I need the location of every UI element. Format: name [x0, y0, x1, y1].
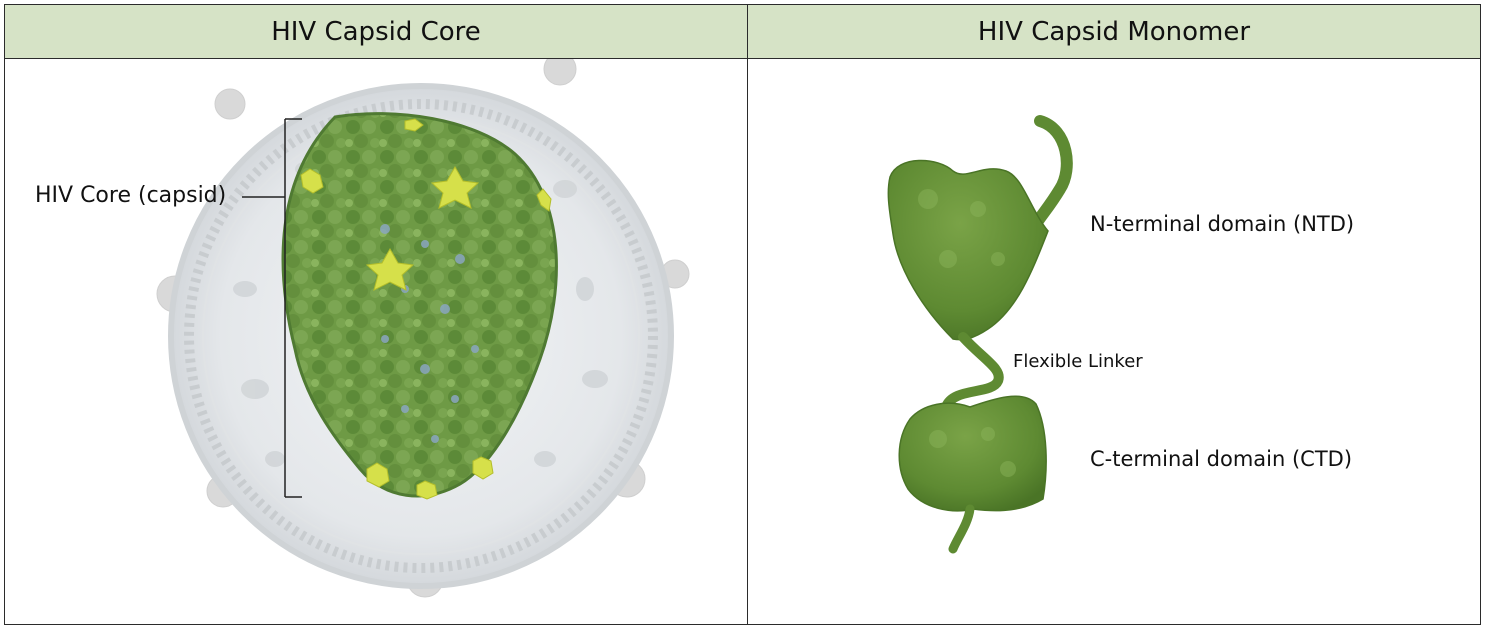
ctd-domain	[899, 396, 1046, 511]
ntd-domain	[888, 160, 1048, 339]
left-panel-title: HIV Capsid Core	[5, 5, 748, 59]
core-label: HIV Core (capsid)	[35, 183, 226, 208]
capsid-monomer-panel: N-terminal domain (NTD) Flexible Linker …	[748, 59, 1480, 624]
flexible-linker	[946, 337, 999, 407]
monomer-illustration	[748, 59, 1480, 624]
figure: HIV Capsid Core HIV Capsid Monomer	[4, 4, 1481, 625]
c-terminal-tail	[953, 509, 970, 549]
ctd-label: C-terminal domain (CTD)	[1090, 447, 1352, 471]
linker-label: Flexible Linker	[1013, 351, 1143, 372]
capsid-core-panel: HIV Core (capsid)	[5, 59, 748, 624]
right-panel-title: HIV Capsid Monomer	[748, 5, 1480, 59]
virion-illustration	[5, 59, 747, 624]
n-terminal-tail	[1033, 121, 1067, 229]
ntd-label: N-terminal domain (NTD)	[1090, 212, 1354, 236]
